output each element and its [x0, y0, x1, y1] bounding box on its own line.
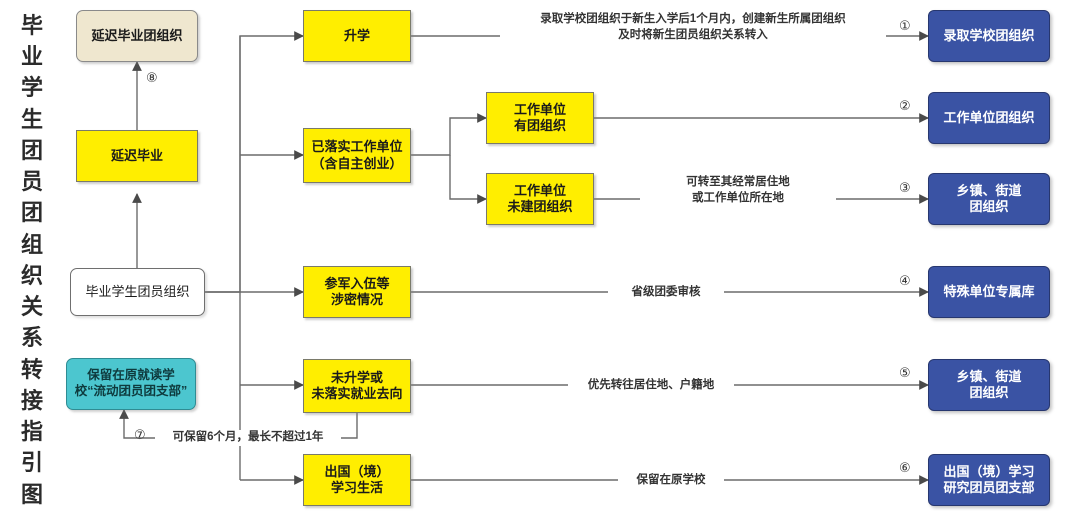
node-work-unit-no-league-org[interactable]: 工作单位 未建团组织: [486, 173, 594, 225]
node-delayed-graduation[interactable]: 延迟毕业: [76, 130, 198, 182]
node-unemployed[interactable]: 未升学或 未落实就业去向: [303, 359, 411, 413]
step-number-2: ②: [899, 98, 911, 113]
node-delayed-graduation-org[interactable]: 延迟毕业团组织: [76, 10, 198, 62]
title-char: 员: [20, 169, 43, 195]
edge-employed-to-unit-has-org: [411, 113, 487, 156]
title-char: 组: [20, 231, 43, 257]
target-township-street-org-2[interactable]: 乡镇、街道 团组织: [928, 359, 1050, 411]
node-abroad-study[interactable]: 出国（境） 学习生活: [303, 454, 411, 506]
edge-label-1: 录取学校团组织于新生入学后1个月内，创建新生所属团组织 及时将新生团员组织关系转…: [500, 12, 886, 44]
edge-employed-to-unit-no-org: [449, 155, 487, 204]
edge-label-6: 保留在原学校: [618, 473, 724, 489]
edge-label-5: 优先转往居住地、户籍地: [568, 378, 734, 394]
title-char: 关: [20, 294, 43, 320]
step-number-1: ①: [899, 18, 911, 33]
target-admitting-school-org[interactable]: 录取学校团组织: [928, 10, 1050, 62]
title-char: 指: [20, 419, 43, 445]
title-char: 转: [20, 356, 43, 382]
step-number-4: ④: [899, 273, 911, 288]
target-special-unit-library[interactable]: 特殊单位专属库: [928, 266, 1050, 318]
page-title: 毕 业 学 生 团 员 团 组 织 关 系 转 接 指 引 图: [10, 10, 54, 510]
title-char: 团: [20, 200, 43, 226]
node-floating-member-branch[interactable]: 保留在原就读学 校“流动团员团支部”: [66, 358, 196, 410]
title-char: 接: [20, 387, 43, 413]
edge-label-7: 可保留6个月，最长不超过1年: [155, 430, 341, 446]
node-further-study[interactable]: 升学: [303, 10, 411, 62]
step-number-5: ⑤: [899, 365, 911, 380]
step-number-8: ⑧: [146, 70, 158, 85]
title-char: 生: [20, 106, 43, 132]
title-char: 系: [20, 325, 43, 351]
title-char: 图: [20, 481, 43, 507]
title-char: 团: [20, 137, 43, 163]
title-char: 织: [20, 262, 43, 288]
target-work-unit-org[interactable]: 工作单位团组织: [928, 92, 1050, 144]
target-overseas-branch[interactable]: 出国（境）学习 研究团员团支部: [928, 454, 1050, 506]
node-graduate-student-org[interactable]: 毕业学生团员组织: [70, 268, 205, 316]
node-military-confidential[interactable]: 参军入伍等 涉密情况: [303, 266, 411, 318]
node-work-unit-has-league-org[interactable]: 工作单位 有团组织: [486, 92, 594, 144]
title-char: 学: [20, 75, 43, 101]
target-township-street-org-1[interactable]: 乡镇、街道 团组织: [928, 173, 1050, 225]
edge-label-3: 可转至其经常居住地 或工作单位所在地: [640, 175, 836, 207]
step-number-6: ⑥: [899, 460, 911, 475]
step-number-7: ⑦: [134, 427, 146, 442]
edge-root-to-further-study: [205, 31, 304, 293]
node-employed[interactable]: 已落实工作单位 （含自主创业）: [303, 128, 411, 183]
title-char: 业: [20, 44, 43, 70]
step-number-3: ③: [899, 180, 911, 195]
title-char: 引: [20, 450, 43, 476]
title-char: 毕: [20, 13, 43, 38]
edge-label-4: 省级团委审核: [608, 285, 724, 301]
